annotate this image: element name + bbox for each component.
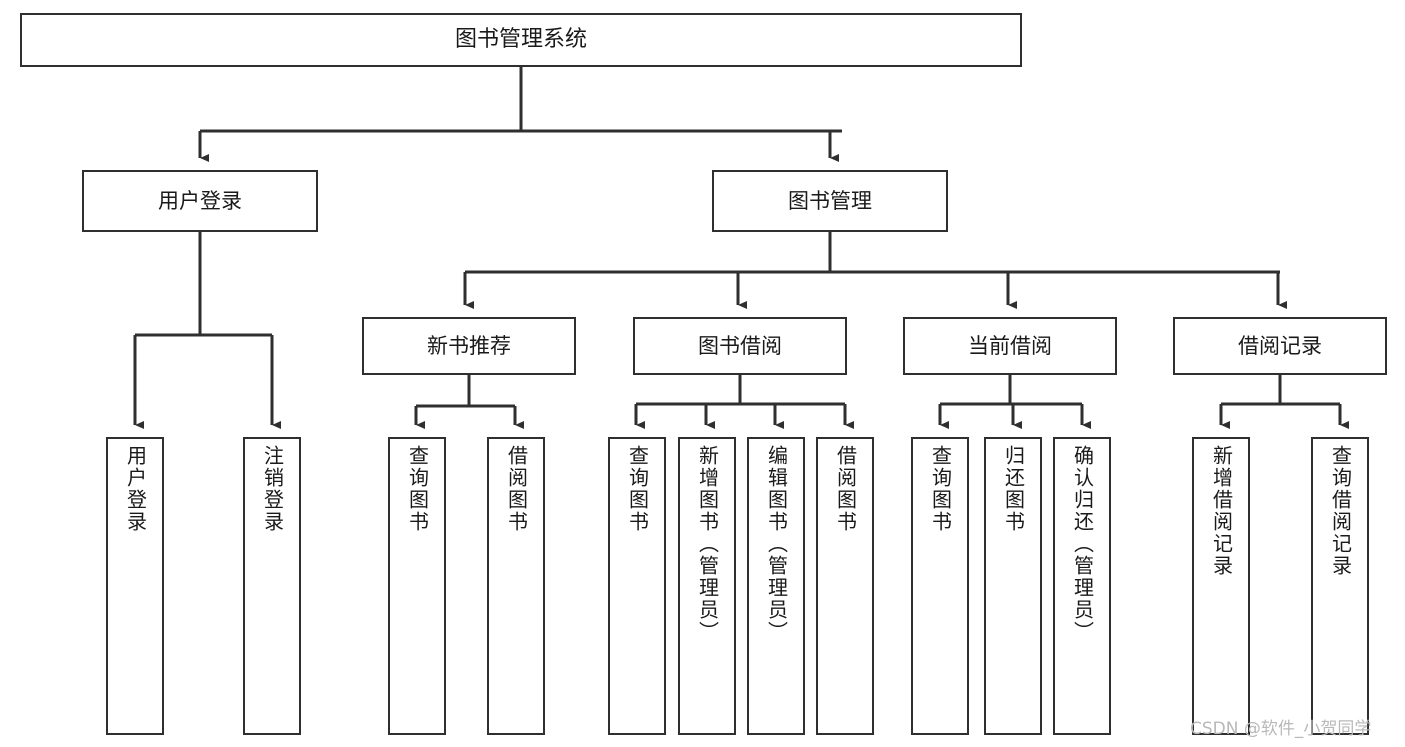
node-leaf-query-book-current-label: 查询图书 xyxy=(928,445,953,533)
node-leaf-return-book-label: 归还图书 xyxy=(1001,445,1026,533)
node-book-borrow-label: 图书借阅 xyxy=(698,333,782,358)
node-leaf-borrow-book-label: 借阅图书 xyxy=(833,445,858,533)
node-leaf-borrow-book-rec-label: 借阅图书 xyxy=(504,445,529,533)
node-leaf-confirm-return-admin[interactable]: 确认归还（管理员） xyxy=(1053,437,1111,735)
node-leaf-logout-label: 注销登录 xyxy=(260,445,285,533)
node-book-borrow[interactable]: 图书借阅 xyxy=(633,317,847,375)
node-leaf-borrow-book[interactable]: 借阅图书 xyxy=(816,437,874,735)
node-current-borrow-label: 当前借阅 xyxy=(968,333,1052,358)
node-leaf-return-book[interactable]: 归还图书 xyxy=(984,437,1042,735)
node-new-book-recommend-label: 新书推荐 xyxy=(427,333,511,358)
csdn-watermark: CSDN @软件_小贺同学 xyxy=(1190,719,1372,739)
node-leaf-query-book-current[interactable]: 查询图书 xyxy=(911,437,969,735)
node-borrow-record-label: 借阅记录 xyxy=(1238,333,1322,358)
node-book-management-label: 图书管理 xyxy=(788,188,872,213)
node-user-login-label: 用户登录 xyxy=(158,188,242,213)
node-leaf-query-book-rec[interactable]: 查询图书 xyxy=(388,437,446,735)
node-leaf-query-book-rec-label: 查询图书 xyxy=(405,445,430,533)
node-leaf-query-book-borrow-label: 查询图书 xyxy=(625,445,650,533)
node-root[interactable]: 图书管理系统 xyxy=(20,13,1022,67)
node-leaf-add-borrow-record[interactable]: 新增借阅记录 xyxy=(1192,437,1250,735)
node-new-book-recommend[interactable]: 新书推荐 xyxy=(362,317,576,375)
node-user-login[interactable]: 用户登录 xyxy=(82,170,318,232)
node-leaf-user-login[interactable]: 用户登录 xyxy=(106,437,164,735)
node-leaf-edit-book-admin[interactable]: 编辑图书（管理员） xyxy=(747,437,805,735)
node-leaf-add-book-admin-label: 新增图书（管理员） xyxy=(695,445,720,643)
node-leaf-edit-book-admin-label: 编辑图书（管理员） xyxy=(764,445,789,643)
node-leaf-query-borrow-record-label: 查询借阅记录 xyxy=(1328,445,1353,577)
node-leaf-confirm-return-admin-label: 确认归还（管理员） xyxy=(1070,445,1095,643)
node-borrow-record[interactable]: 借阅记录 xyxy=(1173,317,1387,375)
node-leaf-user-login-label: 用户登录 xyxy=(123,445,148,533)
node-leaf-query-book-borrow[interactable]: 查询图书 xyxy=(608,437,666,735)
node-root-label: 图书管理系统 xyxy=(454,27,587,53)
node-leaf-add-borrow-record-label: 新增借阅记录 xyxy=(1209,445,1234,577)
node-leaf-logout[interactable]: 注销登录 xyxy=(243,437,301,735)
node-leaf-borrow-book-rec[interactable]: 借阅图书 xyxy=(487,437,545,735)
node-current-borrow[interactable]: 当前借阅 xyxy=(903,317,1117,375)
node-book-management[interactable]: 图书管理 xyxy=(712,170,948,232)
node-leaf-query-borrow-record[interactable]: 查询借阅记录 xyxy=(1311,437,1369,735)
node-leaf-add-book-admin[interactable]: 新增图书（管理员） xyxy=(678,437,736,735)
